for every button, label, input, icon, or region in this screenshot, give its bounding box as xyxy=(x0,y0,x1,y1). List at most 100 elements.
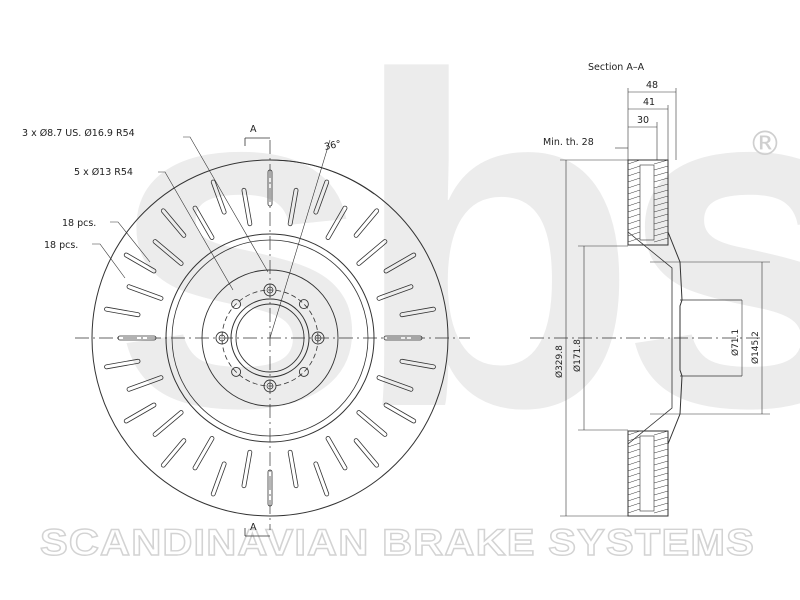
leader-bolt-holes xyxy=(183,136,269,273)
angle-arc xyxy=(269,159,375,195)
section-view xyxy=(530,88,770,517)
hatch-line xyxy=(653,460,669,466)
ventilation-slot xyxy=(123,402,157,424)
ventilation-slot xyxy=(325,436,348,471)
hatch-line xyxy=(653,442,669,448)
hatch-line xyxy=(653,207,669,213)
ventilation-slot xyxy=(399,306,436,318)
angle-label: 36° xyxy=(323,139,342,153)
bore-diameter-label: Ø71.1 xyxy=(730,329,741,356)
bolt-hole-inner xyxy=(266,382,274,390)
bolt-hole xyxy=(263,379,277,393)
hatch-line xyxy=(653,484,669,490)
ventilation-slot xyxy=(287,187,299,227)
hatch-line xyxy=(653,478,669,484)
slots-outer-label: 18 pcs. xyxy=(62,218,96,229)
hatch-line xyxy=(627,159,641,165)
bolt-hole xyxy=(311,331,325,345)
hatch-line xyxy=(627,207,641,213)
hatch-line xyxy=(627,219,641,225)
ventilation-slot xyxy=(210,179,227,215)
hatch-line xyxy=(653,508,669,514)
leader-holes xyxy=(158,171,234,291)
vent-upper xyxy=(639,164,655,241)
hatch-line xyxy=(653,448,669,454)
hatch-line xyxy=(653,237,669,243)
ventilation-slot xyxy=(353,208,380,238)
hatch-line xyxy=(627,508,641,514)
width-41-label: 41 xyxy=(643,97,655,108)
width-30-label: 30 xyxy=(637,115,649,126)
bolt-hole xyxy=(215,331,229,345)
ventilation-slot xyxy=(152,410,184,437)
watermark-company-name: SCANDINAVIAN BRAKE SYSTEMS xyxy=(40,522,755,563)
hatch-line xyxy=(627,442,641,448)
hatch-line xyxy=(627,225,641,231)
ventilation-slot xyxy=(241,187,253,227)
hatch-line xyxy=(627,195,641,201)
hat-diameter-label: Ø171.8 xyxy=(572,339,583,372)
hatch-line xyxy=(627,171,641,177)
ventilation-slot xyxy=(267,169,273,207)
section-ring-upper xyxy=(627,159,669,246)
hatch-line xyxy=(627,165,641,171)
hat-step-circle xyxy=(201,269,339,407)
bolt-holes-label: 3 x Ø8.7 US. Ø16.9 R54 xyxy=(22,128,135,139)
ventilation-slot xyxy=(287,449,299,489)
ventilation-slot xyxy=(192,205,215,240)
watermark-logo: sbs xyxy=(110,0,800,505)
width-48-label: 48 xyxy=(646,80,658,91)
center-bore xyxy=(235,303,305,373)
hat-outer-edge xyxy=(171,239,369,437)
ventilation-slot xyxy=(383,252,417,274)
section-marker-bottom: A xyxy=(250,522,257,533)
hatch-line xyxy=(653,225,669,231)
hatch-line xyxy=(653,171,669,177)
hatch-line xyxy=(627,496,641,502)
ventilation-slot xyxy=(152,239,184,266)
hatch-line xyxy=(627,201,641,207)
hatch-line xyxy=(653,472,669,478)
bolt-hole-inner xyxy=(266,286,274,294)
hatch-line xyxy=(653,219,669,225)
ventilation-slot xyxy=(104,306,141,318)
ventilation-slot xyxy=(160,438,187,468)
ventilation-slot xyxy=(160,208,187,238)
hatch-line xyxy=(627,484,641,490)
ventilation-slot xyxy=(313,461,330,497)
vent-lower xyxy=(639,435,655,512)
hatch-line xyxy=(653,201,669,207)
ventilation-slots xyxy=(104,169,436,507)
bolt-hole-inner xyxy=(218,334,226,342)
hatch-line xyxy=(627,502,641,508)
hatch-line xyxy=(653,183,669,189)
hatch-line xyxy=(627,478,641,484)
hatch-line xyxy=(627,183,641,189)
hatch-line xyxy=(653,159,669,165)
front-view xyxy=(75,136,470,537)
outer-diameter-label: Ø329.8 xyxy=(554,345,565,378)
ventilation-slot xyxy=(356,239,388,266)
hatch-line xyxy=(627,466,641,472)
hatch-line xyxy=(627,213,641,219)
ventilation-slot xyxy=(383,335,423,341)
hatch-line xyxy=(653,177,669,183)
bolt-holes xyxy=(215,283,325,393)
bolt-hole xyxy=(298,366,309,377)
ventilation-slot xyxy=(325,205,348,240)
section-title: Section A–A xyxy=(588,62,645,73)
bolt-hole xyxy=(263,283,277,297)
ventilation-slot xyxy=(104,358,141,370)
ventilation-slot xyxy=(117,335,157,341)
hatch-line xyxy=(627,189,641,195)
hatch-line xyxy=(653,454,669,460)
bolt-circle xyxy=(221,289,319,387)
hatch-line xyxy=(627,430,641,436)
hatch-line xyxy=(627,237,641,243)
hatch-line xyxy=(653,165,669,171)
center-bore-outer xyxy=(230,298,310,378)
hatch-line xyxy=(653,231,669,237)
ventilation-slot xyxy=(192,436,215,471)
bolt-hole xyxy=(298,299,309,310)
